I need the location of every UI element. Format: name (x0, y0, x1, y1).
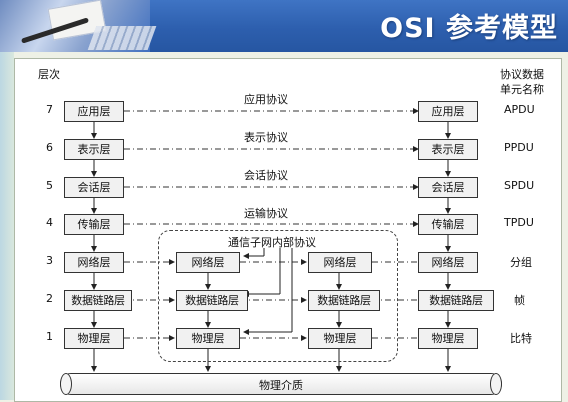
router-b-datalink-layer: 数据链路层 (308, 290, 380, 311)
layer-number: 2 (46, 292, 53, 305)
layer-number: 5 (46, 179, 53, 192)
layer-number: 1 (46, 330, 53, 343)
application-protocol-label: 应用协议 (244, 93, 288, 106)
pdu-heading-line2: 单元名称 (500, 83, 544, 96)
host-a-transport-layer: 传输层 (64, 214, 124, 235)
transport-protocol-label: 运输协议 (244, 207, 288, 220)
host-b-network-layer: 网络层 (418, 252, 478, 273)
router-a-network-layer: 网络层 (176, 252, 240, 273)
title-bar: OSI 参考模型 (0, 0, 568, 52)
pdu-name: 比特 (510, 332, 532, 345)
presentation-protocol-label: 表示协议 (244, 131, 288, 144)
left-decor-strip (0, 52, 14, 400)
router-a-physical-layer: 物理层 (176, 328, 240, 349)
host-b-physical-layer: 物理层 (418, 328, 478, 349)
pdu-name: TPDU (504, 216, 534, 229)
router-b-physical-layer: 物理层 (308, 328, 372, 349)
pdu-name: 分组 (510, 256, 532, 269)
pdu-heading-line1: 协议数据 (500, 68, 544, 81)
physical-medium-label: 物理介质 (259, 379, 303, 392)
layer-number: 3 (46, 254, 53, 267)
communication-subnet (158, 230, 398, 362)
layer-number: 4 (46, 216, 53, 229)
host-a-physical-layer: 物理层 (64, 328, 124, 349)
header-photo (0, 0, 157, 52)
host-a-datalink-layer: 数据链路层 (64, 290, 132, 311)
subnet-protocol-label: 通信子网内部协议 (228, 236, 316, 249)
host-a-application-layer: 应用层 (64, 101, 124, 122)
pdu-name: 帧 (514, 294, 525, 307)
router-a-datalink-layer: 数据链路层 (176, 290, 248, 311)
layer-number: 6 (46, 141, 53, 154)
host-a-presentation-layer: 表示层 (64, 139, 124, 160)
layers-heading: 层次 (38, 68, 60, 81)
physical-medium: 物理介质 (60, 373, 502, 395)
pdu-name: SPDU (504, 179, 535, 192)
host-b-datalink-layer: 数据链路层 (418, 290, 494, 311)
slide-title: OSI 参考模型 (380, 13, 558, 44)
session-protocol-label: 会话协议 (244, 169, 288, 182)
layer-number: 7 (46, 103, 53, 116)
host-b-transport-layer: 传输层 (418, 214, 478, 235)
host-b-session-layer: 会话层 (418, 177, 478, 198)
host-b-presentation-layer: 表示层 (418, 139, 478, 160)
host-a-session-layer: 会话层 (64, 177, 124, 198)
router-b-network-layer: 网络层 (308, 252, 372, 273)
host-a-network-layer: 网络层 (64, 252, 124, 273)
pdu-name: PPDU (504, 141, 534, 154)
host-b-application-layer: 应用层 (418, 101, 478, 122)
pdu-name: APDU (504, 103, 535, 116)
